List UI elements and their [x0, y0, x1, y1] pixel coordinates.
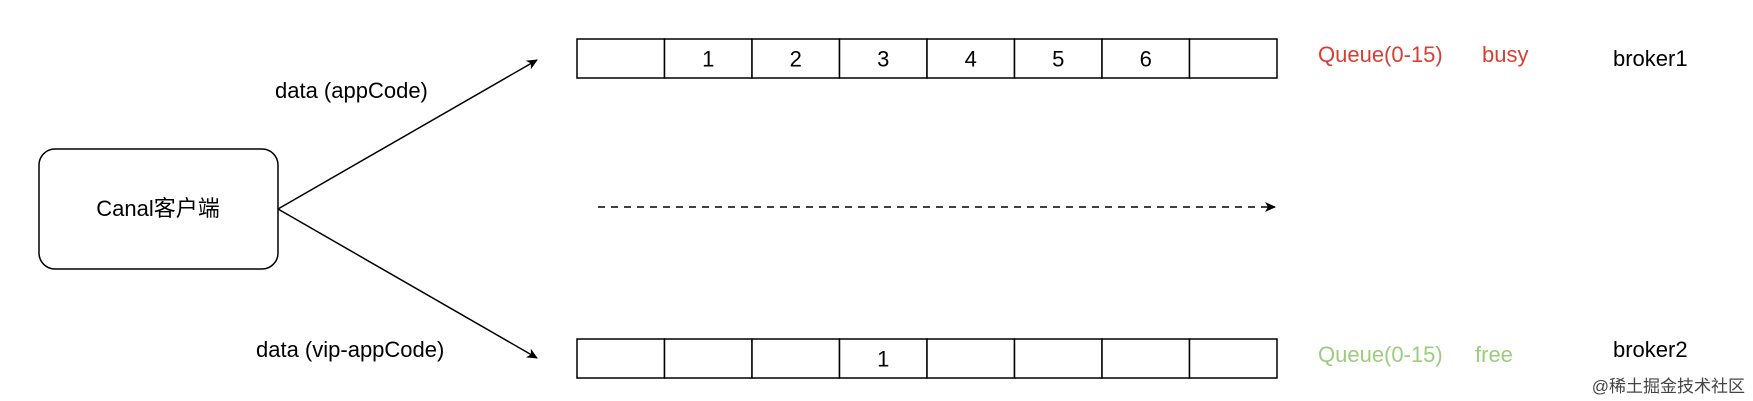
queue-cell — [838, 338, 928, 379]
queue-cell — [1188, 38, 1278, 79]
queue-cell — [926, 38, 1016, 79]
broker2-status: free — [1475, 342, 1513, 367]
canal-client-node: Canal客户端 — [38, 148, 279, 270]
broker1-queue: 1 2 3 4 5 6 — [576, 38, 1278, 79]
route-arrow-broker1 — [277, 59, 538, 210]
watermark: @稀土掘金技术社区 — [1592, 377, 1745, 396]
queue-cell — [1013, 338, 1103, 379]
broker2-queue-label: Queue(0-15) — [1318, 342, 1443, 367]
queue-cell-value: 2 — [790, 47, 802, 72]
queue-cell-value: 5 — [1052, 47, 1064, 72]
route-label-vip-appcode: data (vip-appCode) — [256, 337, 444, 362]
queue-cell-value: 4 — [965, 47, 977, 72]
queue-cell-value: 1 — [877, 347, 889, 372]
broker2-queue: 1 — [576, 338, 1278, 379]
queue-cell — [576, 38, 666, 79]
queue-cell — [926, 338, 1016, 379]
canal-client-label: Canal客户端 — [96, 196, 219, 221]
queue-cell — [663, 338, 753, 379]
queue-cell-value: 6 — [1140, 47, 1152, 72]
queue-cell — [1101, 338, 1191, 379]
route-label-appcode: data (appCode) — [275, 78, 428, 103]
queue-cell-value: 1 — [702, 47, 714, 72]
queue-cell — [1101, 38, 1191, 79]
broker1-status: busy — [1482, 42, 1528, 67]
broker1-name: broker1 — [1613, 46, 1688, 71]
queue-cell — [1188, 338, 1278, 379]
queue-cell-value: 3 — [877, 47, 889, 72]
queue-cell — [1013, 38, 1103, 79]
queue-cell — [663, 38, 753, 79]
broker2-name: broker2 — [1613, 337, 1688, 362]
queue-cell — [751, 338, 841, 379]
broker1-queue-label: Queue(0-15) — [1318, 42, 1443, 67]
queue-cell — [576, 338, 666, 379]
route-arrow-broker2 — [277, 208, 538, 359]
queue-cell — [838, 38, 928, 79]
